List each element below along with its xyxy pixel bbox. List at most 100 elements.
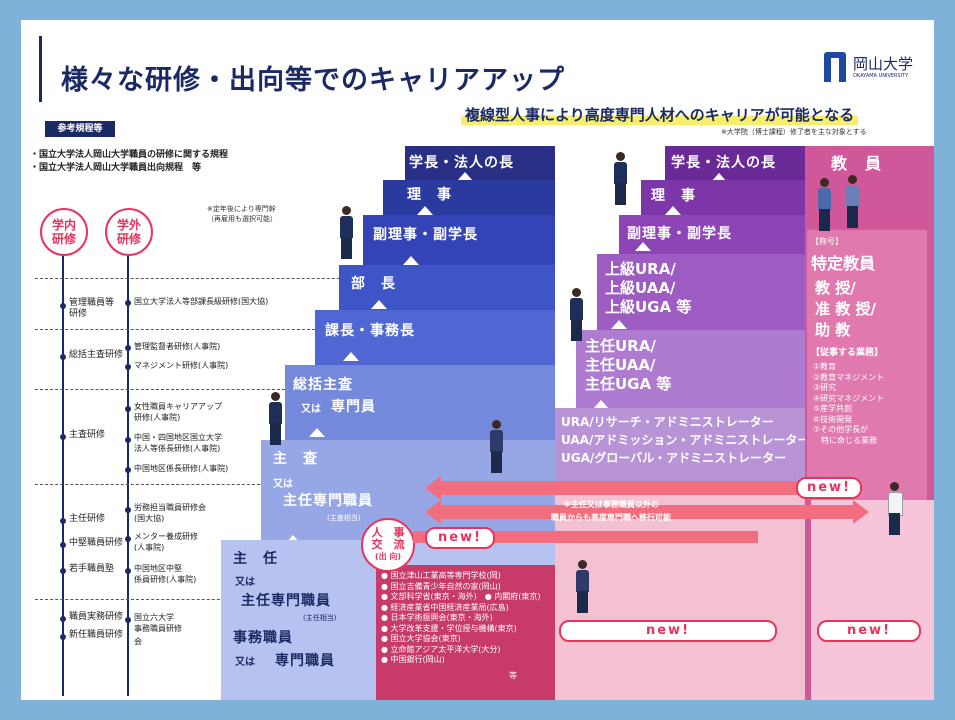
reference-badge: 参考規程等 bbox=[45, 121, 115, 137]
external-training: 女性職員キャリアアップ研修(人事院) bbox=[134, 402, 222, 422]
secondment-panel bbox=[376, 565, 556, 700]
internal-timeline bbox=[62, 256, 64, 696]
internal-training: 職員実務研修 bbox=[69, 612, 124, 622]
or-label: 又は bbox=[235, 657, 255, 668]
timeline-dot bbox=[125, 345, 131, 351]
faculty-lower bbox=[811, 500, 934, 700]
timeline-dot bbox=[125, 617, 131, 623]
secondment-etc: 等 bbox=[509, 671, 517, 680]
external-training-circle: 学外研修 bbox=[105, 208, 153, 256]
level-divider bbox=[35, 484, 265, 485]
step-sokatsu-alt: 専門員 bbox=[331, 399, 376, 415]
internal-training-circle: 学内研修 bbox=[40, 208, 88, 256]
step-vice-label: 副理事・副学長 bbox=[373, 227, 478, 243]
up-arrow-icon bbox=[371, 300, 387, 309]
faculty-duties: ①教育 ②教育マネジメント ③研究 ④研究マネジメント ⑤産学共創 ⑥技術開発 … bbox=[813, 362, 885, 445]
researcher-figure-icon bbox=[885, 482, 905, 536]
faculty-duties-label: 【従事する業務】 bbox=[811, 348, 884, 358]
external-timeline bbox=[127, 256, 129, 696]
external-training: マネジメント研修(人事院) bbox=[134, 361, 229, 370]
timeline-dot bbox=[60, 634, 66, 640]
step-director-label: 理 事 bbox=[407, 187, 452, 203]
faculty-ranks: 教 授/准 教 授/助 教 bbox=[815, 279, 876, 339]
circle-label: 学内 bbox=[51, 218, 76, 232]
businessperson-figure-icon bbox=[337, 206, 357, 260]
arrow-left-head-icon bbox=[425, 500, 441, 524]
step-shusa-label: 主 査 bbox=[273, 451, 318, 467]
timeline-dot bbox=[60, 354, 66, 360]
university-name-en: OKAYAMA UNIVERSITY bbox=[853, 73, 909, 79]
headline: 複線型人事により高度専門人材へのキャリアが可能となる bbox=[461, 104, 859, 125]
step-president-label: 学長・法人の長 bbox=[409, 155, 514, 171]
external-training: 中国地区係長研修(人事院) bbox=[134, 464, 229, 473]
level-divider bbox=[35, 599, 235, 600]
timeline-dot bbox=[125, 406, 131, 412]
faculty-note: 【称号】 bbox=[811, 237, 843, 246]
ura-step-director-label: 理 事 bbox=[651, 188, 696, 204]
internal-training: 主任研修 bbox=[69, 514, 106, 524]
external-training: 国立大学法人等部課長級研修(国大協) bbox=[134, 297, 269, 306]
up-arrow-icon bbox=[309, 428, 325, 437]
ura-upper-label: 上級URA/上級UAA/上級UGA 等 bbox=[605, 260, 692, 316]
secondment-item: ● 国立大学協会(東京) bbox=[381, 634, 461, 643]
ura-step-base bbox=[555, 408, 805, 490]
ura-new-badge: new! bbox=[559, 620, 777, 642]
timeline-dot bbox=[125, 300, 131, 306]
uaa-role: UAA/アドミッション・アドミニストレーター bbox=[561, 433, 810, 447]
external-training: 中国・四国地区国立大学法人等係長研修(人事院) bbox=[134, 433, 222, 453]
level-divider bbox=[35, 278, 365, 279]
ura-step-vice-label: 副理事・副学長 bbox=[627, 226, 732, 242]
secondment-item: ● 大学改革支援・学位授与機構(東京) bbox=[381, 623, 517, 633]
jumping-person-figure-icon bbox=[611, 152, 631, 206]
up-arrow-icon bbox=[665, 206, 681, 215]
step-shusa-alt: 主任専門職員 bbox=[283, 493, 373, 509]
ura-step-president-label: 学長・法人の長 bbox=[671, 155, 776, 171]
retire-note: ※定年後により専門幹（再雇用も選択可能） bbox=[207, 205, 277, 223]
reference-item: ・国立大学法人岡山大学職員の研修に関する規程 bbox=[30, 150, 229, 160]
arrow-left-head-icon bbox=[425, 476, 441, 500]
up-arrow-icon bbox=[285, 535, 301, 544]
step-shunin-alt: 主任専門職員 bbox=[241, 593, 331, 609]
exchange-arrow-top bbox=[435, 481, 815, 495]
timeline-dot bbox=[125, 536, 131, 542]
secondment-list: ● 国立津山工業高等専門学校(岡) ● 国立吉備青少年自然の家(岡山) ● 文部… bbox=[381, 571, 541, 666]
secondment-item: ● 国立津山工業高等専門学校(岡) bbox=[381, 571, 501, 580]
step-shunin-note: (主任相当) bbox=[303, 614, 337, 622]
timeline-dot bbox=[125, 507, 131, 513]
reference-item: ・国立大学法人岡山大学職員出向規程 等 bbox=[30, 163, 202, 173]
timeline-dot bbox=[125, 568, 131, 574]
timeline-dot bbox=[125, 364, 131, 370]
faculty-title: 特定教員 bbox=[811, 254, 876, 273]
external-training: 労務担当職員研修会(国大協) bbox=[134, 503, 206, 523]
timeline-dot bbox=[60, 518, 66, 524]
faculty-new-badge-bottom: new! bbox=[817, 620, 921, 642]
internal-training: 新任職員研修 bbox=[69, 630, 124, 640]
external-training: メンター養成研修(人事院) bbox=[134, 532, 198, 552]
ura-base-label: URA/リサーチ・アドミニストレーター UAA/アドミッション・アドミニストレー… bbox=[561, 413, 809, 467]
up-arrow-icon bbox=[635, 242, 651, 251]
internal-training: 中堅職員研修 bbox=[69, 538, 124, 548]
internal-training: 若手職員塾 bbox=[69, 564, 115, 574]
university-name: 岡山大学 bbox=[853, 55, 914, 73]
up-arrow-icon bbox=[611, 320, 627, 329]
slide: 様々な研修・出向等でのキャリアアップ 岡山大学 OKAYAMA UNIVERSI… bbox=[21, 20, 934, 700]
or-label: 又は bbox=[235, 577, 255, 588]
exchange-arrow-low bbox=[413, 531, 758, 543]
jumping-person-figure-icon bbox=[266, 392, 286, 446]
external-training: 会 bbox=[134, 637, 142, 646]
external-training: 国立六大学事務職員研修 bbox=[134, 613, 182, 633]
or-label: 又は bbox=[273, 479, 293, 490]
timeline-dot bbox=[60, 568, 66, 574]
teacher-figure-icon bbox=[815, 178, 835, 232]
circle-label: 学外 bbox=[116, 218, 141, 232]
university-logo-icon bbox=[824, 52, 846, 82]
timeline-dot bbox=[60, 616, 66, 622]
level-divider bbox=[35, 329, 325, 330]
step-kacho-label: 課長・事務長 bbox=[325, 323, 415, 339]
step-shusa-note: (主査相当) bbox=[327, 514, 361, 522]
up-arrow-icon bbox=[711, 173, 727, 182]
secondment-item: ● 経済産業省中国経済産業局(広島) bbox=[381, 602, 509, 612]
up-arrow-icon bbox=[403, 256, 419, 265]
uga-role: UGA/グローバル・アドミニストレーター bbox=[561, 451, 787, 465]
secondment-item: ● 文部科学省(東京・海外) ● 内閣府(東京) bbox=[381, 592, 541, 601]
